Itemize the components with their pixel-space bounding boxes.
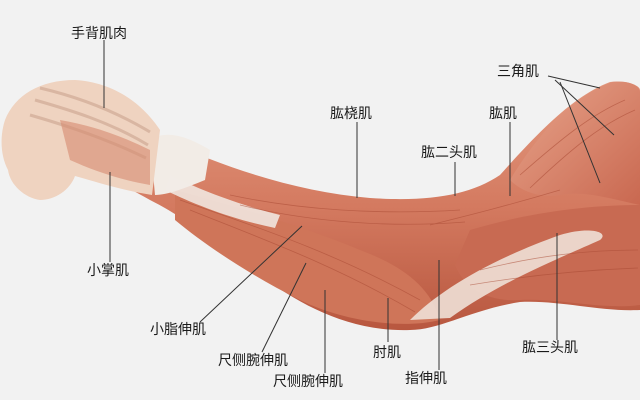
leader-deltoid-3	[559, 81, 601, 184]
wrist-band	[150, 134, 210, 195]
label-anconeus: 肘肌	[373, 345, 401, 361]
label-extensor-digitorum: 指伸肌	[405, 371, 447, 387]
label-triceps-brachii: 肱三头肌	[522, 340, 578, 356]
label-brachialis: 肱肌	[489, 106, 517, 122]
label-extensor-digiti-minimi: 小脂伸肌	[150, 322, 206, 338]
leader-lines	[103, 40, 615, 373]
label-brachioradialis: 肱桡肌	[330, 106, 372, 122]
leader-deltoid-1	[547, 75, 601, 89]
leader-extensor-carpi-ulnaris-1	[261, 262, 307, 353]
tendon-band	[410, 230, 603, 320]
label-extensor-carpi-ulnaris-2: 尺侧腕伸肌	[273, 374, 343, 390]
label-hand-dorsal-muscles: 手背肌肉	[71, 26, 127, 42]
leader-deltoid-2	[554, 79, 615, 136]
label-hypothenar: 小掌肌	[87, 263, 129, 279]
label-extensor-carpi-ulnaris-1: 尺侧腕伸肌	[218, 353, 288, 369]
label-biceps-brachii: 肱二头肌	[421, 145, 477, 161]
hand-muscle	[60, 120, 150, 185]
forearm-tendons	[165, 175, 280, 228]
leader-extensor-digiti-minimi	[199, 225, 303, 323]
deltoid-shape	[510, 81, 640, 205]
muscle-fibers	[179, 99, 639, 313]
forearm-extensors-shape	[175, 190, 440, 324]
label-deltoid: 三角肌	[497, 64, 539, 80]
